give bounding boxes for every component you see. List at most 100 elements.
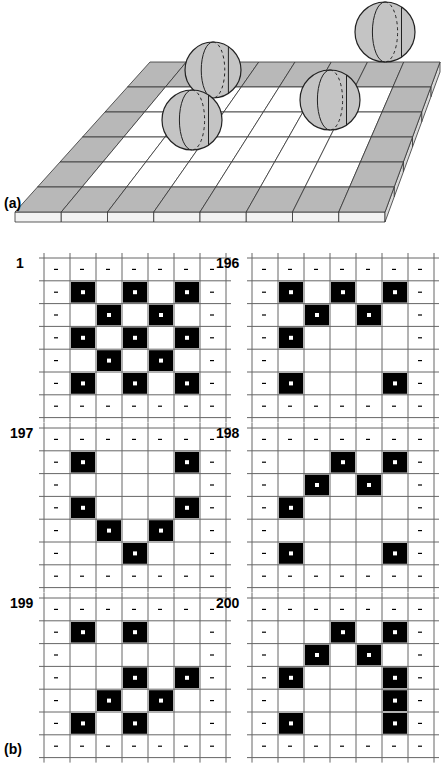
cell-dot	[367, 313, 371, 317]
state-grid	[247, 423, 439, 593]
border-mark	[210, 576, 214, 577]
border-mark	[54, 383, 58, 384]
cell-dot	[289, 551, 293, 555]
border-mark	[262, 723, 266, 724]
grid-line	[247, 258, 439, 259]
sphere-meridian-hidden	[385, 2, 398, 62]
grid-line	[247, 473, 439, 474]
border-mark	[158, 406, 162, 407]
border-mark	[210, 700, 214, 701]
grid-line	[356, 593, 357, 763]
grid-line	[247, 326, 439, 327]
board-edge-cell	[154, 212, 200, 222]
cell-dot	[393, 460, 397, 464]
border-mark	[340, 746, 344, 747]
step-number: 197	[10, 426, 33, 440]
grid-line	[304, 593, 305, 763]
board-edge-cell	[246, 212, 292, 222]
state-grid	[39, 423, 231, 593]
border-mark	[366, 609, 370, 610]
border-mark	[54, 553, 58, 554]
border-mark	[80, 269, 84, 270]
grid-line	[39, 394, 231, 395]
grid-line	[434, 423, 435, 593]
grid-line	[252, 253, 253, 423]
grid-line	[39, 757, 231, 758]
step-number: 200	[216, 596, 239, 610]
border-mark	[418, 484, 422, 485]
occupied-cell	[97, 690, 121, 711]
border-mark	[210, 530, 214, 531]
occupied-cell	[331, 452, 355, 473]
occupied-cell	[383, 690, 407, 711]
occupied-cell	[357, 645, 381, 666]
border-mark	[366, 406, 370, 407]
step-number: 198	[216, 426, 239, 440]
grid-line	[247, 280, 439, 281]
border-mark	[262, 746, 266, 747]
cell-dot	[107, 699, 111, 703]
grid-line	[122, 253, 123, 423]
occupied-cell	[383, 452, 407, 473]
border-mark	[106, 269, 110, 270]
cell-dot	[289, 290, 293, 294]
step-number: 1	[16, 256, 24, 270]
occupied-cell	[97, 305, 121, 326]
border-mark	[210, 553, 214, 554]
cell-dot	[133, 290, 137, 294]
cell-dot	[393, 699, 397, 703]
border-mark	[314, 439, 318, 440]
sphere-meridian	[201, 42, 213, 98]
cell-dot	[133, 721, 137, 725]
occupied-cell	[279, 713, 303, 734]
grid-line	[247, 666, 439, 667]
grid-line	[39, 258, 231, 259]
occupied-cell	[305, 645, 329, 666]
cell-dot	[107, 359, 111, 363]
occupied-cell	[279, 497, 303, 518]
border-mark	[210, 360, 214, 361]
border-mark	[210, 269, 214, 270]
border-mark	[418, 746, 422, 747]
sphere	[162, 90, 222, 150]
cell-dot	[185, 460, 189, 464]
grid-line	[278, 593, 279, 763]
grid-line	[39, 666, 231, 667]
border-mark	[210, 654, 214, 655]
border-mark	[184, 269, 188, 270]
border-mark	[262, 292, 266, 293]
border-mark	[262, 269, 266, 270]
sphere-meridian	[346, 75, 347, 125]
occupied-cell	[279, 373, 303, 394]
occupied-cell	[331, 622, 355, 643]
border-mark	[366, 439, 370, 440]
grid-line	[382, 593, 383, 763]
grid-line	[39, 542, 231, 543]
occupied-cell	[97, 520, 121, 541]
occupied-cell	[175, 667, 199, 688]
border-mark	[340, 609, 344, 610]
board-edge-cell	[15, 212, 61, 222]
border-mark	[106, 576, 110, 577]
occupied-cell	[175, 282, 199, 303]
grid-line	[304, 423, 305, 593]
grid-line	[382, 253, 383, 423]
border-mark	[184, 406, 188, 407]
grid-line	[247, 620, 439, 621]
occupied-cell	[175, 452, 199, 473]
occupied-cell	[383, 543, 407, 564]
border-mark	[80, 609, 84, 610]
cell-dot	[159, 359, 163, 363]
grid-line	[39, 689, 231, 690]
grid-line	[247, 643, 439, 644]
occupied-cell	[71, 497, 95, 518]
grid-line	[39, 450, 231, 451]
grid-line	[247, 349, 439, 350]
border-mark	[54, 746, 58, 747]
border-mark	[80, 746, 84, 747]
cell-dot	[289, 676, 293, 680]
grid-line	[39, 349, 231, 350]
border-mark	[314, 576, 318, 577]
border-mark	[54, 439, 58, 440]
